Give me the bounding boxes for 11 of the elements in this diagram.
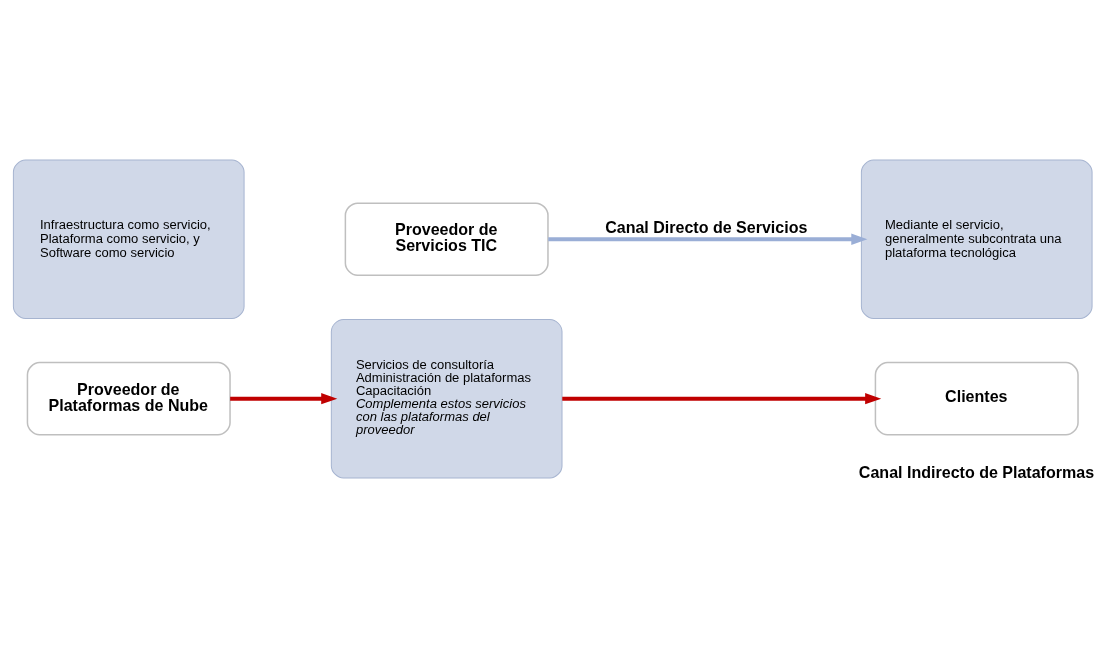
node-box: Proveedor de Plataformas de Nube xyxy=(26,361,231,436)
node-box: Clientes xyxy=(874,361,1079,436)
arrow xyxy=(548,233,868,245)
node-box: Infraestructura como servicio, Plataforma como servicio, y Software como servicio xyxy=(12,159,245,319)
arrow xyxy=(562,392,882,404)
edge-label: Canal Directo de Servicios xyxy=(605,217,808,236)
arrow xyxy=(230,392,338,404)
label: Canal Indirecto de Plataformas xyxy=(858,462,1095,481)
node-box: Mediante el servicio, generalmente subcontrata una plataforma tecnológica xyxy=(860,159,1093,319)
node-box: Servicios de consultoría Administración de plataformas Capacitación Complementa estos servicios con las plataformas del proveedor xyxy=(330,318,563,478)
node-box: Proveedor de Servicios TIC xyxy=(344,201,549,276)
